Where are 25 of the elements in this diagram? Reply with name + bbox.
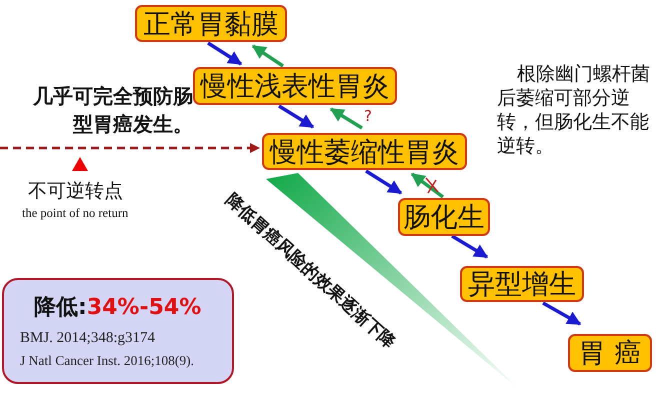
stage-box: 慢性萎缩性胃炎 xyxy=(262,133,467,170)
arrow xyxy=(330,108,363,130)
point-label: the point of no return xyxy=(22,206,128,221)
result-card xyxy=(2,278,234,384)
edge-label: ? xyxy=(364,108,372,124)
stage-box: 胃 癌 xyxy=(568,334,652,372)
point-label: 不可逆转点 xyxy=(28,179,123,204)
trend-label: 降低胃癌风险的效果逐渐下降 xyxy=(222,190,400,353)
stage-box: 肠化生 xyxy=(398,198,490,236)
stage-box: 慢性浅表性胃炎 xyxy=(193,67,397,105)
note-text: 几乎可完全预防肠型胃癌发生。 xyxy=(32,83,193,138)
arrow xyxy=(207,42,242,66)
arrow xyxy=(451,234,488,258)
dashed-arrow xyxy=(0,143,260,153)
arrow xyxy=(410,172,444,198)
stage-box: 正常胃黏膜 xyxy=(135,5,287,42)
arrow xyxy=(365,170,402,194)
citation-text: BMJ. 2014;348:g3174 xyxy=(20,330,156,347)
arrow xyxy=(542,301,582,326)
arrow xyxy=(278,104,314,128)
note-text: 根除幽门螺杆菌后萎缩可部分逆转，但肠化生不能逆转。 xyxy=(497,62,651,158)
citation-text: J Natl Cancer Inst. 2016;108(9). xyxy=(20,353,195,369)
stage-box: 异型增生 xyxy=(460,266,584,302)
arrow xyxy=(252,44,284,68)
reduction-heading: 降低:34%-54% xyxy=(34,294,202,322)
